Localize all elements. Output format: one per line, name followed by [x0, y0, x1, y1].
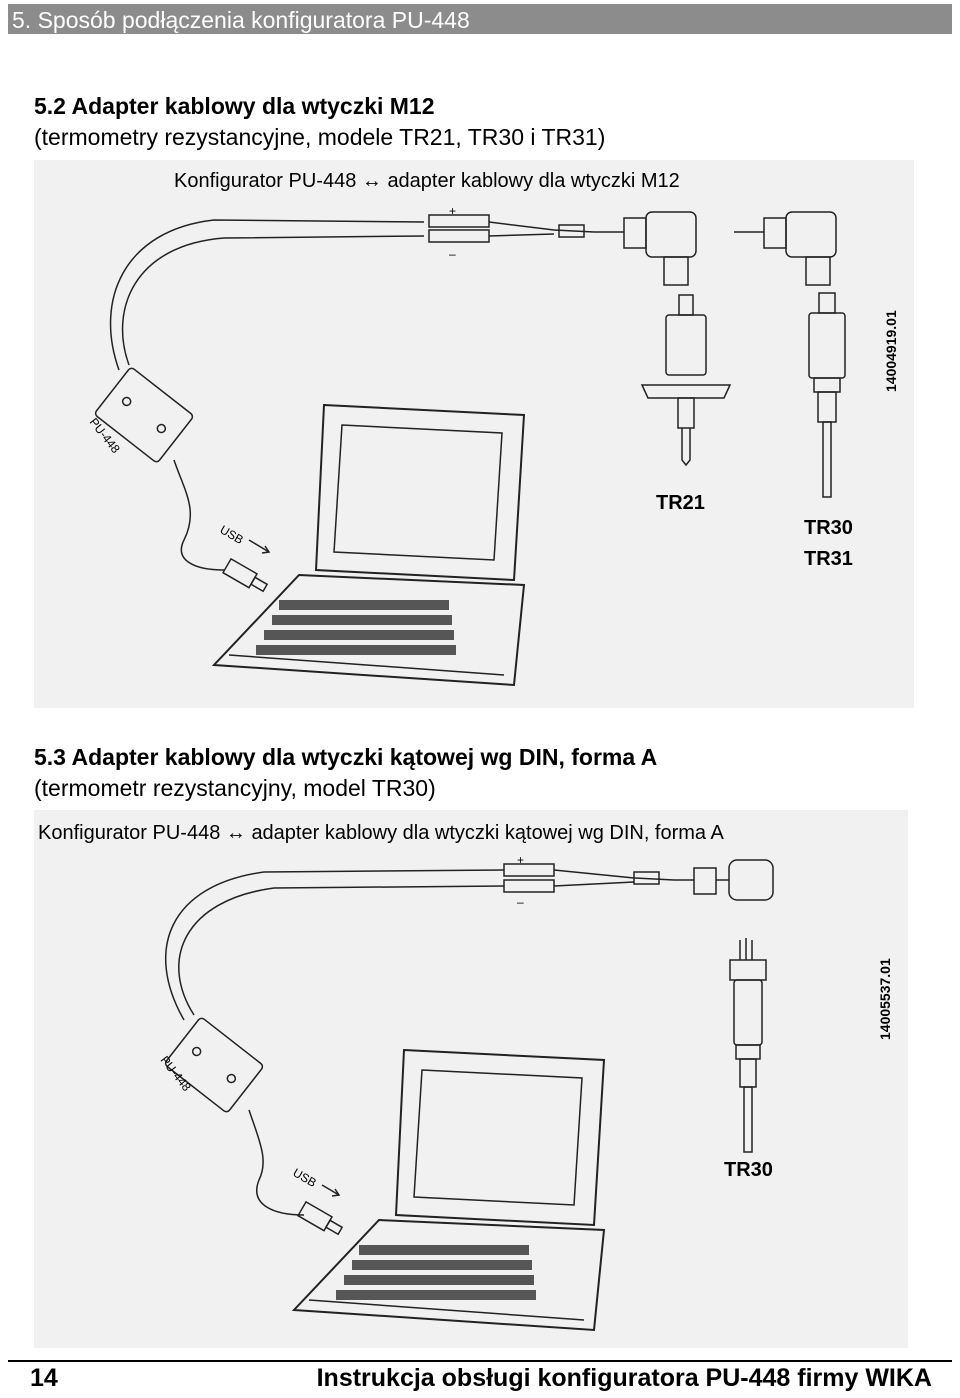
section-5-2-title: 5.2 Adapter kablowy dla wtyczki M12: [34, 93, 435, 119]
tr31-label: TR31: [804, 548, 853, 570]
footer-divider: [8, 1360, 952, 1362]
din-plus-sign: +: [517, 853, 524, 867]
din-minus-sign: –: [517, 895, 524, 909]
figure-m12-adapter: Konfigurator PU-448 ↔ adapter kablowy dl…: [34, 160, 914, 708]
chapter-header: 5. Sposób podłączenia konfiguratora PU-4…: [8, 4, 952, 34]
figure-din-caption: Konfigurator PU-448 ↔ adapter kablowy dl…: [38, 822, 724, 844]
din-usb-label: USB: [291, 1165, 319, 1189]
m12-drawing-number: 14004919.01: [883, 310, 899, 392]
figure-m12-caption: Konfigurator PU-448 ↔ adapter kablowy dl…: [174, 170, 680, 192]
chapter-title: 5. Sposób podłączenia konfiguratora PU-4…: [12, 7, 470, 33]
din-wiring-drawing: + – PU-448 USB TR30 14005537.01: [158, 853, 893, 1332]
m12-usb-label: USB: [218, 522, 246, 546]
page-number: 14: [30, 1364, 58, 1392]
tr21-label: TR21: [656, 492, 705, 514]
section-5-2-subtitle: (termometry rezystancyjne, modele TR21, …: [34, 124, 606, 150]
m12-box-label: PU-448: [87, 415, 123, 456]
figure-din-adapter: Konfigurator PU-448 ↔ adapter kablowy dl…: [34, 810, 908, 1348]
m12-plus-sign: +: [449, 204, 456, 218]
tr30-label: TR30: [804, 517, 853, 539]
din-tr30-label: TR30: [724, 1159, 773, 1181]
section-5-3-title: 5.3 Adapter kablowy dla wtyczki kątowej …: [34, 744, 658, 770]
m12-minus-sign: –: [449, 247, 456, 261]
din-drawing-number: 14005537.01: [877, 958, 893, 1040]
din-box-label: PU-448: [158, 1053, 194, 1094]
section-5-3-subtitle: (termometr rezystancyjny, model TR30): [34, 775, 436, 801]
footer-title: Instrukcja obsługi konfiguratora PU-448 …: [316, 1364, 932, 1392]
m12-wiring-drawing: + – PU-448 USB TR21 TR30 TR31 14004919.0…: [87, 204, 899, 687]
